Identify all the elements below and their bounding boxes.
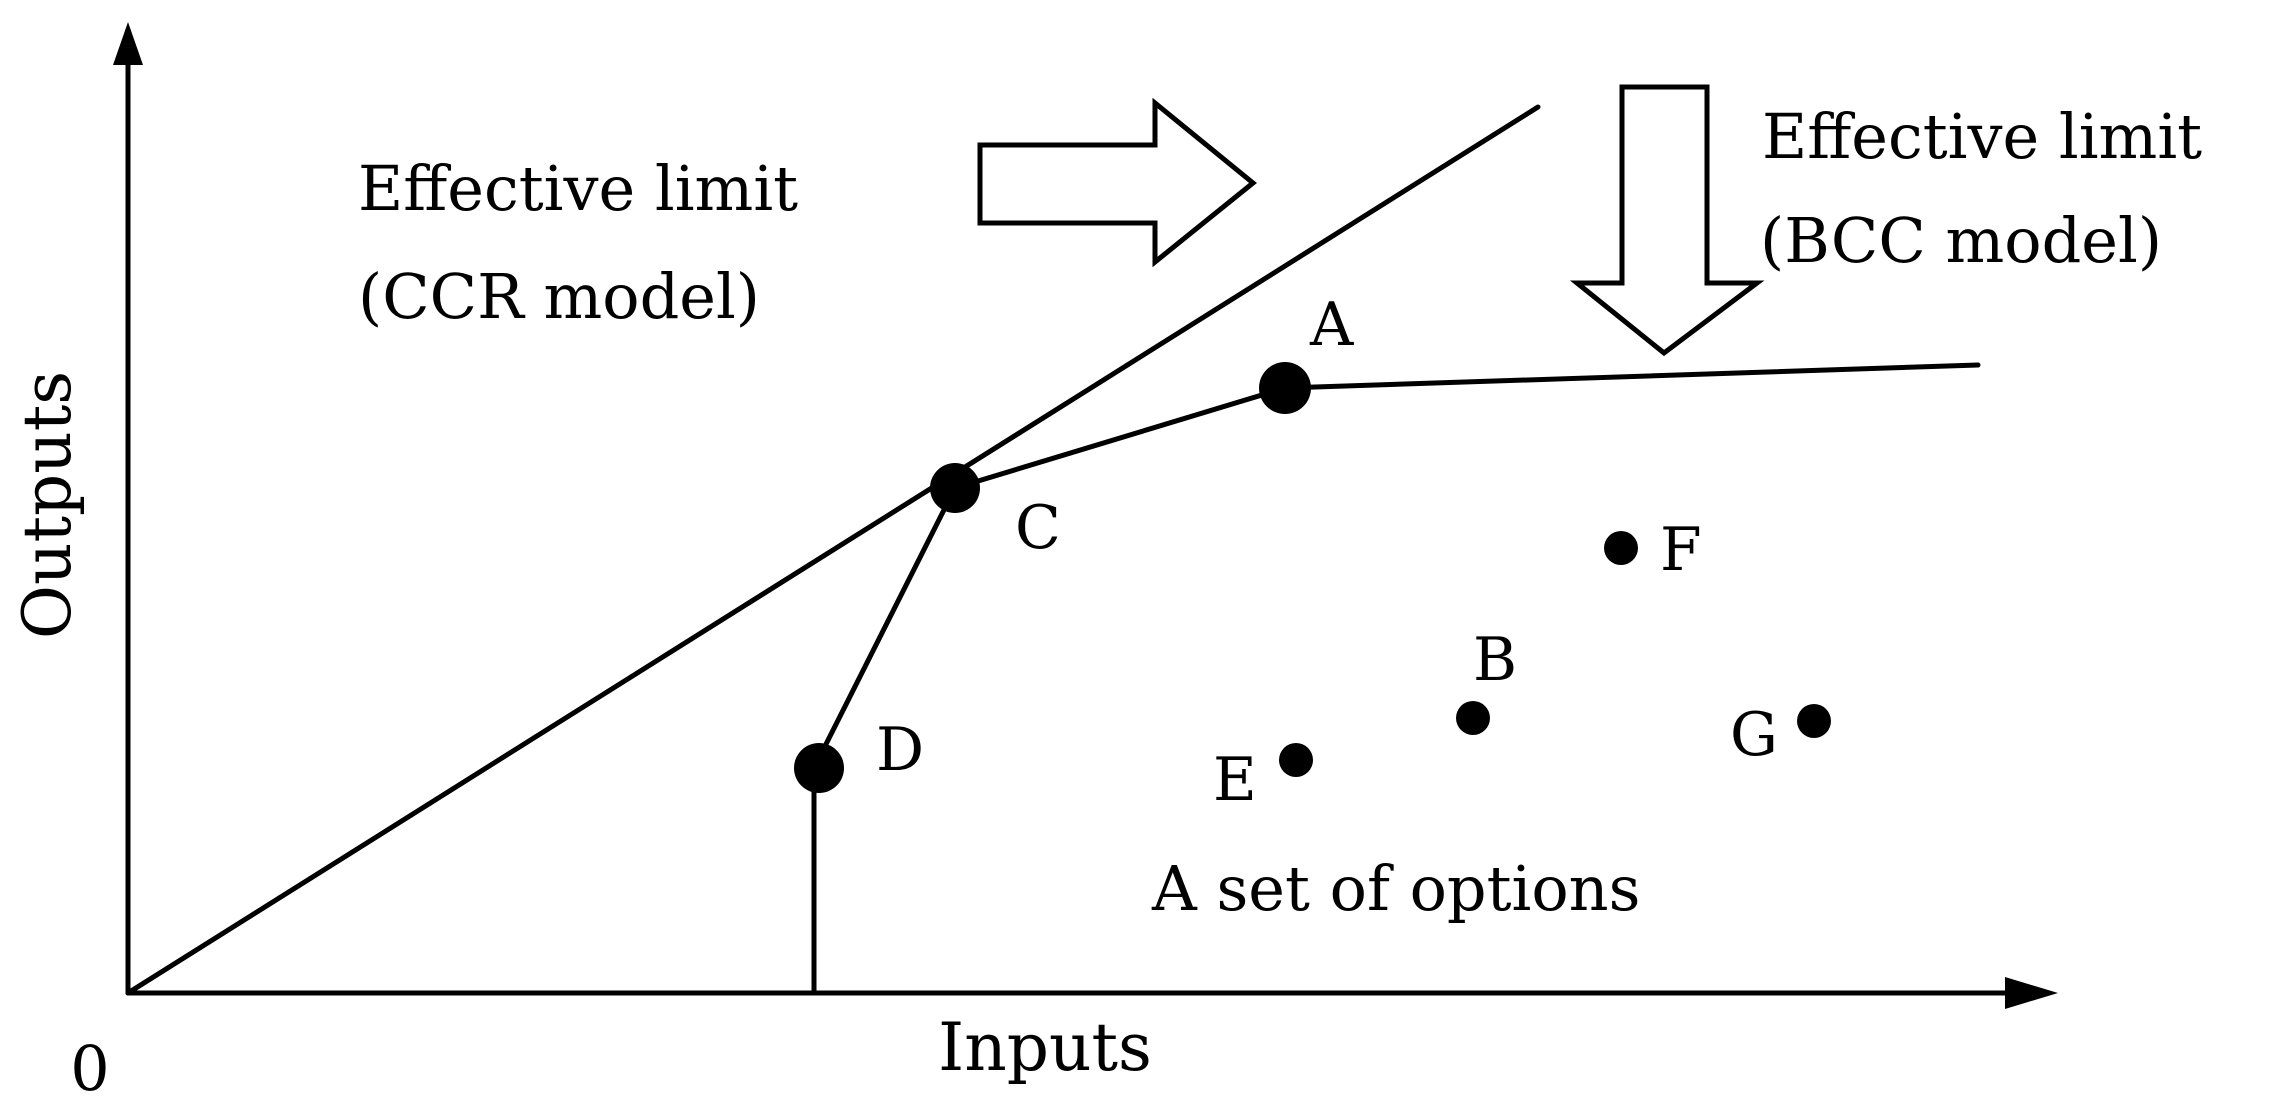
ccr-frontier-line [125,104,1541,996]
bcc-label-line1: Effective limit [1762,100,2202,173]
point-c-dot [930,463,980,513]
bcc-direction-arrow [1569,84,1765,357]
options-set-label: A set of options [1151,852,1640,925]
y-axis-label: Outputs [9,371,86,639]
point-a-label: A [1309,290,1354,360]
x-axis-arrowhead [2005,977,2058,1009]
point-d-dot [794,743,844,793]
ccr-label-line1: Effective limit [358,152,798,225]
ccr-label-line2: (CCR model) [358,260,760,333]
point-g-label: G [1730,700,1778,770]
point-b-label: B [1473,625,1517,695]
point-c-label: C [1015,493,1061,563]
point-b-dot [1456,701,1490,735]
point-a-dot [1259,362,1311,414]
y-axis-arrowhead [113,22,143,65]
x-axis-label: Inputs [938,1009,1152,1086]
point-e-dot [1279,743,1313,777]
point-f-label: F [1660,515,1702,585]
point-e-label: E [1213,745,1257,815]
ccr-direction-arrow [977,97,1257,268]
point-d-label: D [876,715,924,785]
point-g-dot [1797,704,1831,738]
bcc-label-line2: (BCC model) [1760,204,2162,277]
point-f-dot [1604,531,1638,565]
origin-label: 0 [70,1032,109,1102]
